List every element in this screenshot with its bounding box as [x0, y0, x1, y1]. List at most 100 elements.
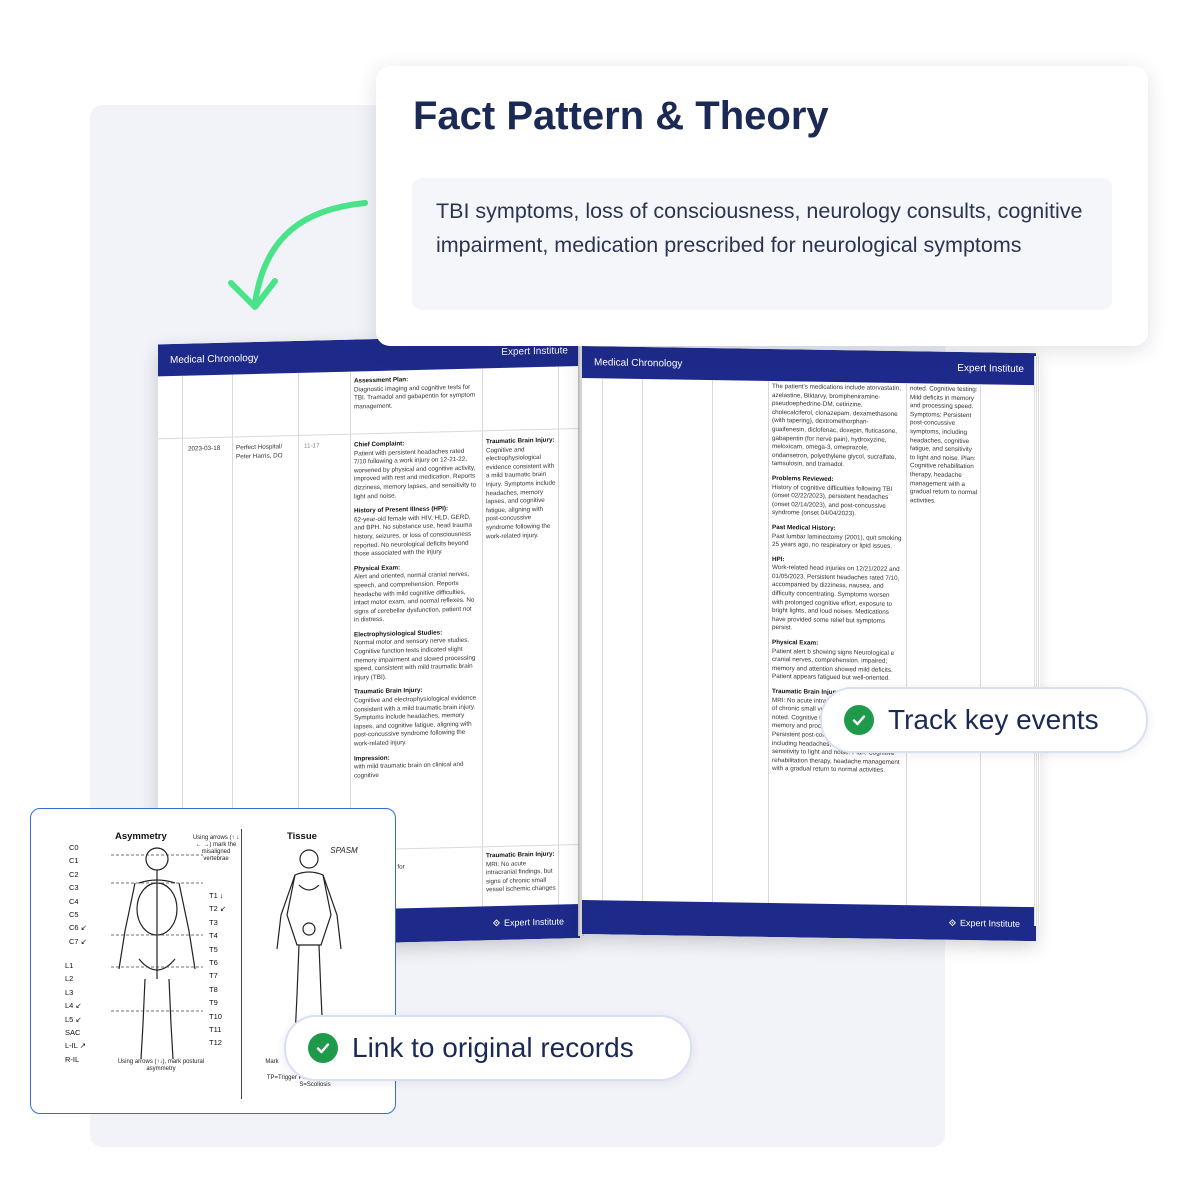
entry-text: 62-year-old female with HIV, HLD, GERD, …	[354, 513, 472, 558]
entry-heading: Chief Complaint:	[354, 440, 405, 449]
entry-heading: Assessment Plan:	[354, 376, 409, 385]
entry-text: Past lumbar laminectomy (2001), quit smo…	[772, 532, 902, 550]
entry-heading: Electrophysiological Studies:	[354, 629, 443, 639]
entry-heading: Traumatic Brain Injury:	[354, 687, 423, 696]
chronology-title: Medical Chronology	[170, 352, 259, 366]
row-date: 2023-03-18	[188, 444, 221, 453]
vertebra-label: L5 ↙	[65, 1014, 82, 1024]
check-icon	[844, 705, 874, 735]
entry-text: with mild traumatic brain on clinical an…	[354, 761, 464, 780]
vertebra-label: C1	[69, 856, 79, 866]
check-icon	[308, 1033, 338, 1063]
entry-heading: Traumatic Brain Injury:	[486, 436, 555, 446]
vertebra-label: C5	[69, 910, 79, 919]
vertebra-label: T6	[209, 958, 218, 967]
track-key-events-label: Track key events	[888, 704, 1099, 735]
postural-note: Using arrows (↑↓), mark postural asymmet…	[117, 1059, 205, 1072]
row-notes: noted. Cognitive testing: Mild deficits …	[910, 385, 978, 505]
footer-brand: Expert Institute	[959, 917, 1020, 929]
entry-heading: Problems Reviewed:	[772, 474, 834, 483]
vertebra-label: C7 ↙	[69, 936, 87, 946]
row-notes: Traumatic Brain Injury:Cognitive and ele…	[486, 437, 556, 548]
vertebra-label: C3	[69, 883, 79, 893]
chronology-table: The patient's medications include atorva…	[582, 378, 1036, 907]
row-summary: Chief Complaint:Patient with persistent …	[354, 439, 478, 787]
vertebra-label: T5	[209, 944, 218, 954]
skeleton-figure-icon	[111, 847, 203, 1060]
vertebra-label: R-IL	[65, 1054, 80, 1064]
vertebra-label: SAC	[65, 1028, 81, 1037]
curved-arrow-icon	[228, 200, 368, 310]
summary-entry: Traumatic Brain Injury:Cognitive and ele…	[354, 686, 478, 749]
summary-entry: Problems Reviewed:History of cognitive d…	[772, 475, 902, 520]
row-provider: Perfect Hospital/ Peter Harris, DO	[236, 443, 283, 461]
vertebra-label: L4 ↙	[65, 1001, 82, 1011]
asymmetry-title: Asymmetry	[115, 831, 167, 842]
footer-brand: Expert Institute	[503, 916, 564, 928]
summary-entry: Assessment Plan:Diagnostic imaging and c…	[354, 375, 478, 412]
entry-heading: Physical Exam:	[772, 639, 819, 647]
vertebra-label: T11	[209, 1025, 222, 1034]
fact-pattern-title: Fact Pattern & Theory	[413, 94, 829, 138]
fact-pattern-card: Fact Pattern & Theory TBI symptoms, loss…	[376, 66, 1148, 346]
track-key-events-badge: Track key events	[820, 687, 1148, 753]
entry-text: Cognitive and electrophysiological evide…	[354, 694, 477, 748]
entry-text: Patient alert b showing signs Neurologic…	[772, 647, 895, 683]
vertebra-label: C4	[69, 896, 79, 906]
right-page-footer: ⟐ Expert Institute	[582, 900, 1036, 942]
vertebra-label: T7	[209, 971, 218, 981]
notes-entry: Traumatic Brain Injury:MRI: No acute int…	[486, 851, 556, 896]
entry-text: Diagnostic imaging and cognitive tests f…	[354, 383, 476, 411]
vertebra-label: C6 ↙	[69, 923, 87, 933]
summary-entry: HPI:Work-related head injuries on 12/21/…	[772, 556, 902, 635]
entry-heading: HPI:	[772, 555, 785, 563]
notes-entry: Traumatic Brain Injury:Cognitive and ele…	[486, 437, 556, 542]
chronology-title: Medical Chronology	[594, 356, 683, 370]
entry-text: Normal motor and sensory nerve studies. …	[354, 637, 476, 682]
vertebra-label: L3	[65, 987, 74, 997]
summary-entry: Chief Complaint:Patient with persistent …	[354, 439, 478, 502]
fact-pattern-text: TBI symptoms, loss of consciousness, neu…	[436, 199, 1083, 257]
summary-entry: Electrophysiological Studies:Normal moto…	[354, 628, 478, 683]
vertebra-label: T9	[209, 998, 218, 1008]
entry-heading: Impression:	[354, 754, 390, 763]
entry-text: Alert and oriented, normal cranial nerve…	[354, 571, 475, 624]
entry-text: Work-related head injuries on 12/21/2022…	[772, 564, 900, 632]
row-summary: Assessment Plan:Diagnostic imaging and c…	[354, 375, 478, 418]
brand-logo-icon: ⟐	[492, 917, 500, 928]
entry-text: Patient with persistent headaches rated …	[354, 447, 477, 501]
vertebra-label: C0	[69, 843, 79, 852]
book-gutter	[578, 346, 584, 936]
vertebra-label: T10	[209, 1011, 222, 1021]
right-page: Medical Chronology Expert Institute The …	[582, 346, 1036, 942]
tissue-title: Tissue	[287, 831, 317, 842]
row-page: 11-17	[304, 442, 320, 450]
vertebra-label: T1 ↓	[209, 891, 224, 900]
entry-heading: Traumatic Brain Injury:	[486, 850, 555, 860]
fact-pattern-box: TBI symptoms, loss of consciousness, neu…	[412, 178, 1112, 310]
entry-heading: Past Medical History:	[772, 523, 836, 532]
vertebra-label: L-IL ↗	[65, 1041, 87, 1051]
vertebra-label: L1	[65, 961, 74, 970]
vertebra-label: T2 ↙	[209, 904, 227, 914]
vertebra-label: T8	[209, 984, 218, 994]
entry-heading: History of Present Illness (HPI):	[354, 505, 449, 515]
row-notes	[486, 373, 556, 375]
scan-divider	[241, 829, 242, 1099]
vertebra-label: T12	[209, 1038, 222, 1048]
link-original-records-label: Link to original records	[352, 1032, 634, 1063]
entry-text: Cognitive and electrophysiological evide…	[486, 445, 556, 540]
entry-text: MRI: No acute intracranial findings, but…	[486, 859, 556, 894]
vertebra-label: C2	[69, 869, 79, 879]
arrows-note: Using arrows (↑ ↓ ← →) mark the misalign…	[192, 835, 240, 862]
row-provider	[236, 379, 296, 380]
summary-entry: Physical Exam:Alert and oriented, normal…	[354, 562, 478, 625]
vertebra-label: T4	[209, 931, 218, 941]
spasm-annotation: SPASM	[330, 846, 358, 855]
entry-text: The patient's medications include atorva…	[772, 382, 901, 469]
entry-text: History of cognitive difficulties follow…	[772, 483, 893, 518]
entry-heading: Physical Exam:	[354, 564, 401, 573]
summary-entry: History of Present Illness (HPI):62-year…	[354, 505, 478, 560]
vertebra-label: L2	[65, 974, 74, 984]
brand-name: Expert Institute	[957, 362, 1024, 375]
